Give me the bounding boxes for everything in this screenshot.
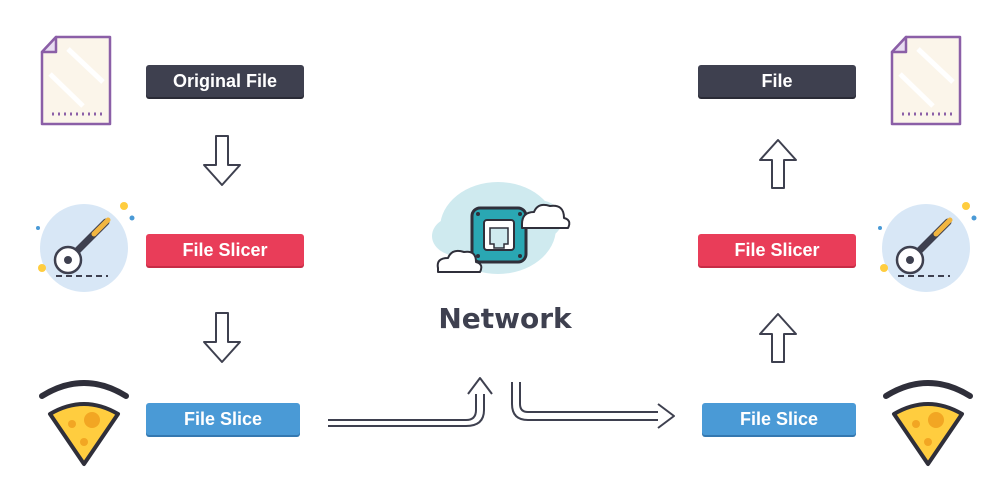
down-arrow-icon [203, 135, 241, 186]
file-slicer-label-left: File Slicer [146, 234, 304, 266]
up-arrow-icon [759, 313, 797, 363]
upload-connector-arrow [328, 377, 493, 427]
file-icon-right [890, 35, 962, 126]
file-slice-label-right: File Slice [702, 403, 856, 435]
file-slice-label-left: File Slice [146, 403, 300, 435]
up-arrow-icon [759, 139, 797, 189]
file-label: File [698, 65, 856, 97]
download-connector-arrow [511, 382, 675, 429]
pizza-cutter-icon-right [878, 202, 977, 292]
network-router-icon [432, 175, 571, 274]
network-title: Network [438, 302, 572, 335]
pizza-slice-icon-right [883, 380, 973, 466]
file-icon-left [40, 35, 112, 126]
file-slicer-label-right: File Slicer [698, 234, 856, 266]
pizza-cutter-icon-left [36, 202, 135, 292]
pizza-slice-icon-left [39, 380, 129, 466]
original-file-label: Original File [146, 65, 304, 97]
down-arrow-icon [203, 312, 241, 363]
